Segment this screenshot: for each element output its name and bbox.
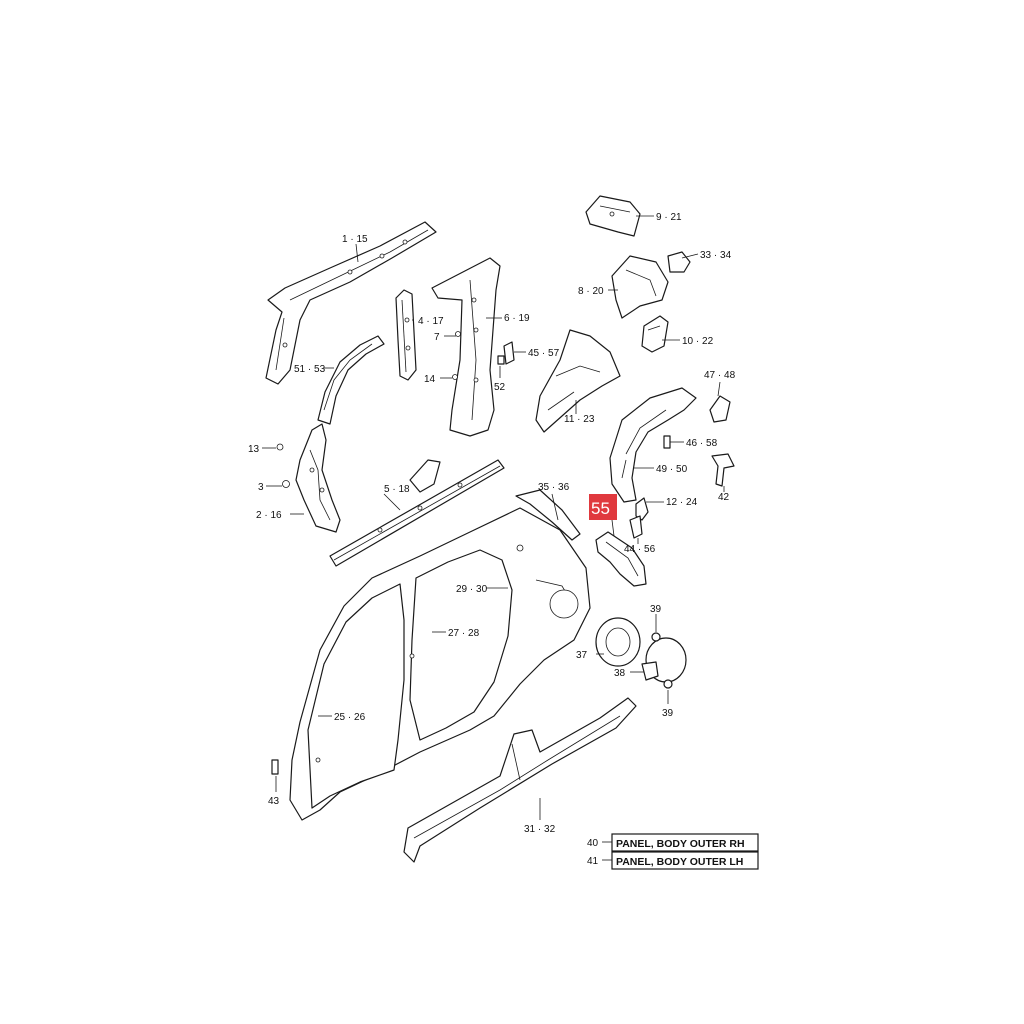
callout-35-36: 35 · 36 xyxy=(538,482,570,493)
callout-39-bottom: 39 xyxy=(662,708,674,719)
part-fuel-filler-housing xyxy=(595,617,641,667)
callout-4-17: 4 · 17 xyxy=(418,316,444,327)
legend-number-rh: 40 xyxy=(587,838,599,849)
highlight-callout-55[interactable]: 55 xyxy=(589,494,617,537)
callout-14: 14 xyxy=(424,374,436,385)
callout-5-18: 5 · 18 xyxy=(384,484,410,495)
callout-8-20: 8 · 20 xyxy=(578,286,604,297)
part-bracket-55 xyxy=(595,531,647,587)
part-fuel-lid xyxy=(641,637,687,683)
part-bracket-33-34 xyxy=(667,251,691,273)
callout-6-19: 6 · 19 xyxy=(504,313,530,324)
part-bracket-12-24 xyxy=(635,497,649,521)
part-roof-side-rail xyxy=(317,335,385,425)
callout-47-48: 47 · 48 xyxy=(704,370,736,381)
callout-2-16: 2 · 16 xyxy=(256,510,282,521)
callout-10-22: 10 · 22 xyxy=(682,336,714,347)
legend-box-rh xyxy=(611,833,759,852)
part-side-sill-outer xyxy=(403,697,637,863)
part-plate-10-22 xyxy=(641,315,669,353)
part-quarter-inner-upper xyxy=(611,255,669,319)
part-pillar-inner-small xyxy=(395,289,417,381)
fastener-clips xyxy=(276,331,461,488)
part-side-sill-inner xyxy=(329,459,505,567)
callout-45-57: 45 · 57 xyxy=(528,348,560,359)
part-body-side-outer xyxy=(289,507,591,821)
callout-labels: 9 · 21 33 · 34 1 · 15 8 · 20 6 · 19 4 · … xyxy=(248,212,736,835)
callout-42: 42 xyxy=(718,492,730,503)
legend-item-lh: 41 PANEL, BODY OUTER LH xyxy=(587,851,759,870)
part-wheel-house xyxy=(609,387,697,503)
legend-text-rh: PANEL, BODY OUTER RH xyxy=(616,838,745,850)
callout-11-23: 11 · 23 xyxy=(564,414,595,425)
legend-box-lh xyxy=(611,851,759,870)
part-screws-39 xyxy=(651,632,673,689)
callout-38: 38 xyxy=(614,668,626,679)
callout-51-53: 51 · 53 xyxy=(294,364,326,375)
callout-29-30: 29 · 30 xyxy=(456,584,488,595)
part-bolt-43 xyxy=(271,759,279,775)
callout-43: 43 xyxy=(268,796,280,807)
callout-27-28: 27 · 28 xyxy=(448,628,480,639)
part-b-pillar xyxy=(431,257,501,437)
callout-25-26: 25 · 26 xyxy=(334,712,366,723)
part-quarter-extension xyxy=(515,489,581,541)
legend: 40 PANEL, BODY OUTER RH 41 PANEL, BODY O… xyxy=(587,833,759,870)
callout-13: 13 xyxy=(248,444,260,455)
callout-33-34: 33 · 34 xyxy=(700,250,732,261)
legend-item-rh: 40 PANEL, BODY OUTER RH xyxy=(587,833,759,852)
legend-text-lh: PANEL, BODY OUTER LH xyxy=(616,856,743,868)
callout-12-24: 12 · 24 xyxy=(666,497,698,508)
highlight-label: 55 xyxy=(591,499,610,518)
part-bolt-46-58 xyxy=(663,435,671,449)
part-quarter-inner-panel xyxy=(535,329,621,433)
callout-31-32: 31 · 32 xyxy=(524,824,556,835)
callout-46-58: 46 · 58 xyxy=(686,438,718,449)
leader-lines xyxy=(262,215,725,861)
callout-44-56: 44 · 56 xyxy=(624,544,656,555)
callout-1-15: 1 · 15 xyxy=(342,234,368,245)
part-plate-47-48 xyxy=(709,395,731,423)
callout-3: 3 xyxy=(258,482,264,493)
callout-39-top: 39 xyxy=(650,604,662,615)
legend-number-lh: 41 xyxy=(587,856,599,867)
part-bracket-42 xyxy=(711,453,735,487)
highlight-badge xyxy=(589,494,617,520)
callout-49-50: 49 · 50 xyxy=(656,464,688,475)
part-roof-rail-front-pillar xyxy=(265,221,437,385)
callout-7: 7 xyxy=(434,332,440,343)
part-small-brackets xyxy=(497,341,515,365)
part-bracket-44-56 xyxy=(629,515,643,539)
part-quarter-upper-bracket xyxy=(585,195,641,237)
part-front-pillar-lower xyxy=(295,423,341,533)
callout-52: 52 xyxy=(494,382,506,393)
callout-37: 37 xyxy=(576,650,588,661)
callout-9-21: 9 · 21 xyxy=(656,212,682,223)
